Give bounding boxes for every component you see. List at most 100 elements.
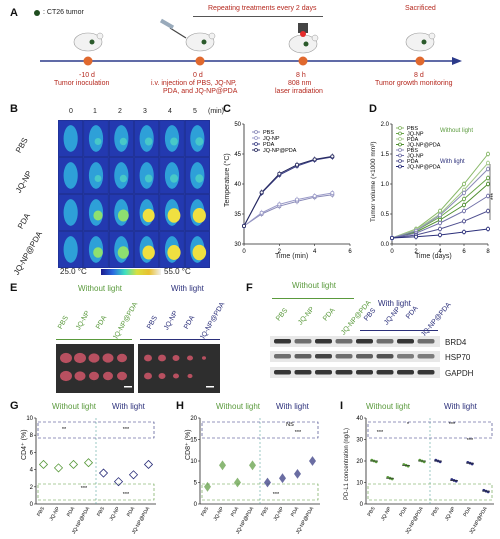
tumor bbox=[172, 355, 180, 361]
data-point bbox=[68, 459, 79, 470]
legend-marker bbox=[254, 136, 258, 140]
f-g2: JQ-NP bbox=[297, 305, 316, 327]
legend-marker bbox=[254, 142, 258, 146]
group-label: PDA bbox=[290, 505, 301, 517]
data-point bbox=[486, 161, 491, 166]
data-point bbox=[438, 227, 443, 232]
group-label: PDA bbox=[462, 505, 473, 517]
panel-label-f: F bbox=[246, 282, 253, 294]
x-tick-label: 4 bbox=[313, 249, 317, 255]
tumor-photo-without bbox=[56, 344, 134, 393]
sig-label: *** bbox=[467, 438, 474, 444]
f-g6: JQ-NP bbox=[383, 305, 402, 327]
y-tick-label: 0 bbox=[194, 502, 198, 508]
panel-label-d: D bbox=[369, 103, 377, 115]
y-tick-label: 6 bbox=[30, 450, 34, 456]
f-g1: PBS bbox=[275, 307, 290, 323]
e3a: 808 nm bbox=[288, 80, 312, 87]
data-point bbox=[486, 176, 491, 181]
y-tick-label: 2.0 bbox=[381, 122, 390, 128]
y-tick-label: 0.0 bbox=[381, 242, 390, 248]
group-label: PBS bbox=[36, 505, 47, 517]
panel-label-e: E bbox=[10, 282, 18, 294]
blot-band bbox=[376, 339, 394, 344]
panel-label-h: H bbox=[176, 400, 184, 412]
y-tick-label: 30 bbox=[234, 242, 241, 248]
legend-marker bbox=[254, 148, 258, 152]
legend-label: JQ-NP@PDA bbox=[407, 143, 441, 149]
data-point bbox=[462, 209, 467, 214]
mouse-icon-3 bbox=[288, 23, 319, 54]
data-point bbox=[98, 468, 109, 478]
data-point bbox=[462, 203, 467, 208]
mouse-body bbox=[88, 162, 104, 189]
data-point bbox=[219, 460, 226, 471]
tumor-hotspot bbox=[119, 137, 127, 146]
data-point bbox=[312, 157, 317, 162]
data-point bbox=[389, 236, 394, 241]
tumor bbox=[117, 371, 127, 381]
legend-marker bbox=[398, 148, 402, 152]
t4: 8 d bbox=[414, 72, 424, 79]
tumor-hotspot bbox=[170, 174, 178, 183]
mouse-body bbox=[63, 162, 78, 189]
tumor-hotspot bbox=[93, 210, 103, 221]
legend-marker bbox=[254, 130, 258, 134]
data-point bbox=[234, 477, 241, 488]
x-tick-label: 8 bbox=[486, 249, 490, 255]
tumor-hotspot bbox=[192, 208, 206, 223]
legend-marker bbox=[398, 164, 402, 169]
t3: 8 h bbox=[296, 72, 306, 79]
tumor bbox=[103, 371, 113, 381]
data-point bbox=[277, 171, 282, 176]
tumor-hotspot bbox=[142, 245, 155, 260]
blot-band bbox=[356, 354, 373, 359]
tumor bbox=[158, 354, 166, 362]
y-tick-label: 10 bbox=[190, 459, 197, 465]
f-without-line bbox=[272, 298, 354, 299]
blot-band bbox=[397, 370, 414, 375]
tumor-hotspot bbox=[195, 137, 204, 146]
scale-min: 25.0 °C bbox=[60, 267, 87, 276]
e-g4: JQ-NP@PDA bbox=[112, 301, 140, 342]
sig-label: *** bbox=[491, 192, 497, 200]
tumor bbox=[187, 355, 193, 361]
y-tick-label: 1.5 bbox=[381, 152, 390, 158]
data-point bbox=[462, 230, 467, 235]
f-with-line bbox=[360, 330, 438, 331]
x-tick-label: 0 bbox=[390, 249, 394, 255]
sig-label: *** bbox=[377, 430, 384, 436]
chart-i-ylabel: PD-L1 concentration (ng/L) bbox=[344, 427, 350, 500]
sig-label: *** bbox=[295, 430, 302, 436]
sig-box-bottom bbox=[37, 483, 155, 501]
y-tick-label: 45 bbox=[234, 152, 241, 158]
mouse-body bbox=[63, 125, 78, 152]
data-point bbox=[462, 197, 467, 202]
blot-band bbox=[294, 370, 312, 375]
sacrificed-label: Sacrificed bbox=[405, 5, 436, 12]
mouse-body bbox=[63, 199, 78, 226]
data-point bbox=[438, 221, 443, 226]
y-tick-label: 1.0 bbox=[381, 182, 390, 188]
data-point bbox=[438, 213, 443, 218]
group-label: JQ-NP bbox=[273, 505, 286, 522]
group-label: JQ-NP bbox=[49, 505, 62, 522]
scale-bar bbox=[124, 386, 132, 388]
tumor-hotspot bbox=[94, 175, 102, 182]
e-g2: JQ-NP bbox=[75, 309, 92, 332]
blot-band bbox=[376, 370, 394, 375]
sig-label: * bbox=[407, 422, 410, 428]
blot-band bbox=[294, 339, 312, 344]
tumor-hotspot bbox=[170, 137, 178, 146]
y-tick-label: 20 bbox=[190, 416, 197, 422]
data-point bbox=[143, 459, 154, 470]
x-tick-label: 0 bbox=[242, 249, 246, 255]
tumor bbox=[202, 356, 206, 360]
y-tick-label: 35 bbox=[234, 212, 241, 218]
data-point bbox=[204, 481, 211, 492]
y-tick-label: 0.5 bbox=[381, 212, 390, 218]
tumor-hotspot bbox=[117, 246, 129, 259]
legend-label: PDA bbox=[407, 159, 419, 165]
mouse-icon-4 bbox=[405, 32, 436, 52]
